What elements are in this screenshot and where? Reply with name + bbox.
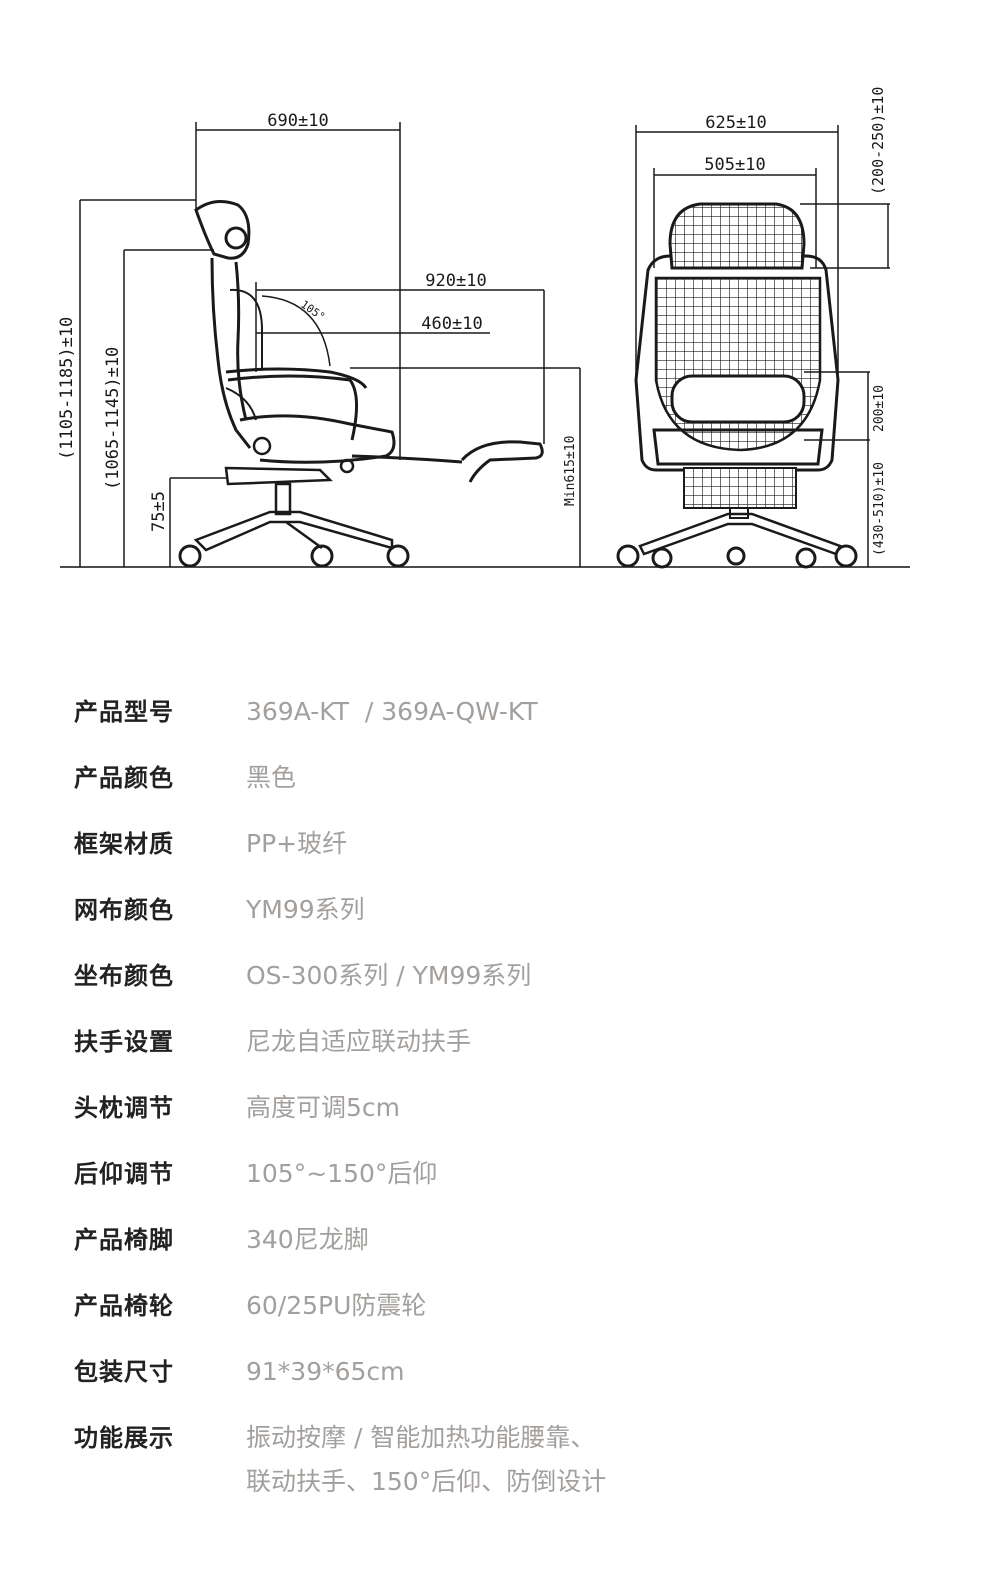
spec-value-line: 振动按摩 / 智能加热功能腰靠、 (246, 1423, 596, 1452)
spec-value: PP+玻纤 (246, 829, 348, 858)
dim-seat-height-range: (430-510)±10 (872, 462, 887, 556)
side-view-dimensions (79, 122, 581, 567)
dim-side-base-height: 75±5 (149, 491, 169, 532)
spec-value: 105°~150°后仰 (246, 1159, 438, 1188)
spec-row-frame: 框架材质 PP+玻纤 (74, 822, 954, 888)
spec-label: 框架材质 (74, 830, 174, 858)
dim-side-height-back: (1065-1145)±10 (103, 347, 123, 490)
dim-lumbar-height: 200±10 (872, 385, 887, 432)
spec-row-mesh: 网布颜色 YM99系列 (74, 888, 954, 954)
spec-row-model: 产品型号 369A-KT / 369A-QW-KT (74, 690, 954, 756)
spec-row-package: 包装尺寸 91*39*65cm (74, 1350, 954, 1416)
dim-side-height-total: (1105-1185)±10 (57, 317, 77, 460)
spec-label: 头枕调节 (74, 1094, 174, 1122)
spec-row-features: 功能展示 振动按摩 / 智能加热功能腰靠、 联动扶手、150°后仰、防倒设计 (74, 1416, 954, 1504)
spec-value: 高度可调5cm (246, 1093, 401, 1122)
spec-label: 包装尺寸 (74, 1358, 174, 1386)
spec-row-seat-fabric: 坐布颜色 OS-300系列 / YM99系列 (74, 954, 954, 1020)
spec-value: YM99系列 (246, 895, 365, 924)
chair-dimension-drawing: 690±10 920±10 460±10 105° (1105-1185)±10… (57, 87, 910, 569)
spec-row-recline: 后仰调节 105°~150°后仰 (74, 1152, 954, 1218)
dim-seat-depth: 460±10 (421, 314, 482, 334)
spec-row-casters: 产品椅轮 60/25PU防震轮 (74, 1284, 954, 1350)
spec-value: 340尼龙脚 (246, 1225, 369, 1254)
side-view-chair (178, 199, 544, 568)
spec-row-base: 产品椅脚 340尼龙脚 (74, 1218, 954, 1284)
spec-label: 扶手设置 (74, 1028, 174, 1056)
spec-value: 振动按摩 / 智能加热功能腰靠、 联动扶手、150°后仰、防倒设计 (246, 1416, 606, 1504)
dim-side-width: 690±10 (267, 111, 328, 131)
spec-value: 尼龙自适应联动扶手 (246, 1027, 472, 1056)
spec-value: OS-300系列 / YM99系列 (246, 961, 532, 990)
spec-label: 坐布颜色 (74, 962, 174, 990)
spec-label: 产品椅脚 (74, 1226, 174, 1254)
spec-label: 产品型号 (74, 698, 174, 726)
spec-row-armrest: 扶手设置 尼龙自适应联动扶手 (74, 1020, 954, 1086)
spec-label: 功能展示 (74, 1424, 174, 1452)
spec-label: 产品颜色 (74, 764, 174, 792)
spec-value-line: 联动扶手、150°后仰、防倒设计 (246, 1467, 607, 1496)
spec-label: 网布颜色 (74, 896, 174, 924)
spec-row-color: 产品颜色 黑色 (74, 756, 954, 822)
dim-seat-min-height: Min615±10 (563, 436, 578, 506)
spec-label: 产品椅轮 (74, 1292, 174, 1320)
spec-value: 369A-KT / 369A-QW-KT (246, 697, 538, 726)
spec-row-headrest: 头枕调节 高度可调5cm (74, 1086, 954, 1152)
spec-value: 黑色 (246, 763, 297, 792)
spec-table: 产品型号 369A-KT / 369A-QW-KT 产品颜色 黑色 框架材质 P… (74, 690, 954, 1504)
dim-front-width: 625±10 (705, 113, 766, 133)
dim-front-back-width: 505±10 (704, 155, 765, 175)
dim-footrest-length: 920±10 (425, 271, 486, 291)
spec-value: 60/25PU防震轮 (246, 1291, 427, 1320)
spec-value: 91*39*65cm (246, 1357, 405, 1386)
dim-headrest-adjust: (200-250)±10 (869, 87, 887, 195)
front-view-dimensions (635, 125, 890, 567)
spec-label: 后仰调节 (74, 1160, 174, 1188)
